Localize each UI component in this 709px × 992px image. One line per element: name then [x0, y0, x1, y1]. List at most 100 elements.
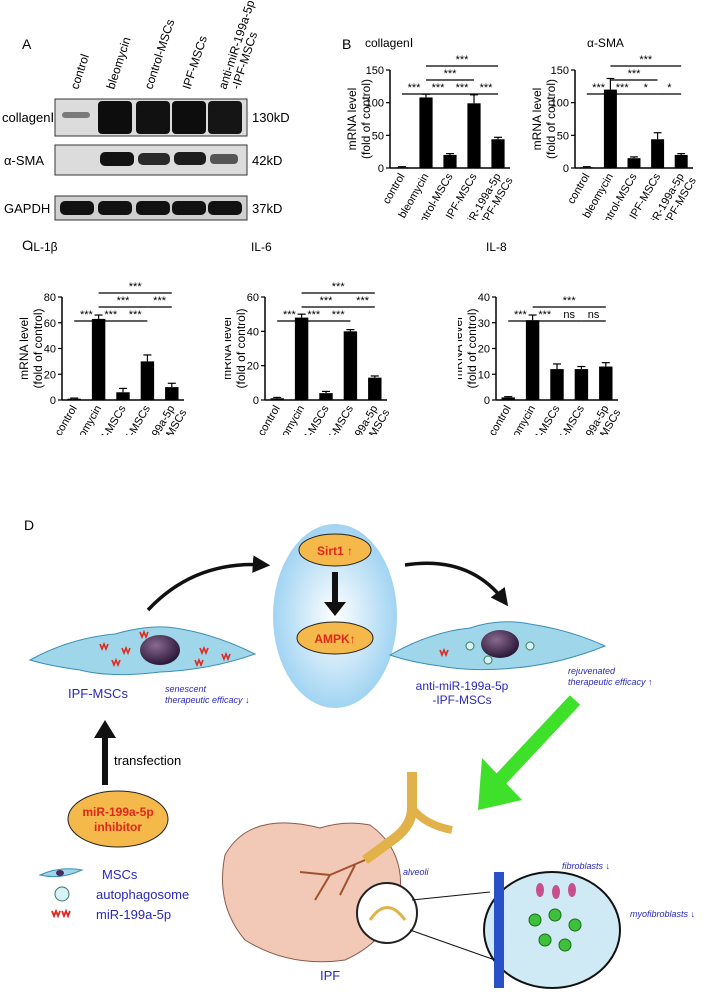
green-arrow: [494, 695, 581, 785]
significance-label: ***: [639, 54, 653, 66]
panel-label-d: D: [24, 517, 35, 533]
y-tick-label: 60: [247, 292, 259, 304]
y-tick-label: 0: [484, 395, 490, 407]
band: [172, 201, 206, 215]
bar: [525, 320, 540, 400]
significance-label: ***: [456, 82, 470, 94]
significance-label: ***: [320, 295, 334, 307]
legend-label: autophagosome: [96, 887, 189, 902]
bar: [116, 392, 130, 400]
band: [98, 201, 132, 215]
bar: [674, 154, 688, 168]
panel-label-c: C: [22, 237, 33, 253]
y-tick-label: 30: [478, 318, 490, 330]
sirt1-label: Sirt1 ↑: [317, 544, 353, 558]
y-tick-label: 20: [247, 361, 259, 373]
ampk-label: AMPK↑: [314, 632, 355, 646]
y-tick-label: 50: [557, 130, 569, 142]
bar: [319, 393, 333, 400]
sirt1-box: [298, 533, 372, 567]
y-tick-label: 80: [44, 292, 56, 304]
x-tick-label: control: [256, 404, 283, 436]
bar: [603, 89, 617, 168]
band: [98, 101, 132, 134]
band: [60, 201, 94, 215]
y-axis-label: mRNA level: [17, 317, 31, 380]
autophagosome-icon: [54, 886, 70, 902]
y-tick-label: 20: [478, 344, 490, 356]
y-tick-label: 100: [551, 98, 569, 110]
blot-lane-label: control: [68, 52, 92, 91]
band: [136, 101, 170, 134]
y-tick-label: 20: [44, 369, 56, 381]
significance-label: *: [644, 82, 649, 94]
y-tick-label: 0: [563, 163, 569, 175]
bar: [140, 361, 155, 400]
ampk-box: [296, 621, 374, 655]
x-tick-label: control: [53, 404, 80, 436]
significance-label: ***: [153, 295, 167, 307]
blot-row-label: collagenⅠ: [2, 110, 54, 125]
significance-label: ***: [480, 82, 494, 94]
significance-label: ***: [616, 82, 630, 94]
y-tick-label: 40: [44, 344, 56, 356]
alveoli-label: alveoli: [403, 867, 430, 877]
legend: MSCs autophagosome miR-199a-5p: [38, 867, 189, 922]
inhibitor-label-2: inhibitor: [94, 820, 142, 834]
significance-label: ***: [444, 68, 458, 80]
band: [174, 152, 206, 165]
blot-row-label: α-SMA: [4, 153, 44, 168]
significance-label: ***: [283, 309, 297, 321]
y-tick-label: 40: [478, 292, 490, 304]
band: [208, 101, 242, 134]
mirna-icon: [51, 908, 71, 919]
panel-label-b: B: [342, 36, 352, 52]
blot-lane-label: control-MSCs: [142, 17, 178, 90]
significance-label: ***: [129, 309, 143, 321]
significance-label: ***: [80, 309, 94, 321]
anti-mir-label-2: -IPF-MSCs: [432, 693, 491, 707]
ipf-mscs-label: IPF-MSCs: [68, 686, 128, 701]
significance-label: ***: [356, 295, 370, 307]
bar: [627, 158, 641, 168]
legend-label: miR-199a-5p: [96, 907, 171, 922]
y-axis-label: (fold of control): [359, 79, 373, 159]
band: [100, 152, 134, 166]
myofibroblasts-label: myofibroblasts ↓: [630, 909, 695, 919]
significance-label: ***: [592, 82, 606, 94]
bar: [574, 369, 589, 400]
y-tick-label: 40: [247, 326, 259, 338]
curved-arrow-right: [404, 561, 509, 607]
rejuvenated-msc-cell-icon: [388, 621, 607, 671]
rejuvenated-label: rejuvenated: [568, 666, 616, 676]
significance-label: ***: [332, 309, 346, 321]
bar: [294, 317, 309, 400]
y-tick-label: 150: [366, 65, 384, 77]
chart-title: collagenⅠ: [365, 36, 413, 50]
blot-size-label: 42kD: [252, 153, 282, 168]
y-axis-label: (fold of control): [234, 308, 248, 388]
inhibitor-box: [67, 790, 169, 848]
significance-label: ***: [538, 309, 552, 321]
bar: [550, 369, 564, 400]
significance-label: ***: [104, 309, 118, 321]
significance-label: ***: [307, 309, 321, 321]
curved-arrow-left: [146, 555, 271, 612]
chart-title: α-SMA: [587, 36, 624, 50]
significance-label: ns: [588, 309, 600, 321]
bar: [599, 366, 613, 400]
significance-label: ***: [332, 281, 346, 293]
significance-label: ns: [563, 309, 575, 321]
anti-mir-label: anti-miR-199a-5p: [416, 679, 509, 693]
x-tick-label: control: [487, 404, 514, 436]
band: [172, 101, 206, 134]
rejuvenated-label-2: therapeutic efficacy ↑: [568, 677, 653, 687]
lung-icon: [222, 772, 621, 989]
bar: [165, 387, 179, 400]
significance-label: ***: [514, 309, 528, 321]
bar: [67, 398, 81, 400]
significance-label: ***: [129, 281, 143, 293]
